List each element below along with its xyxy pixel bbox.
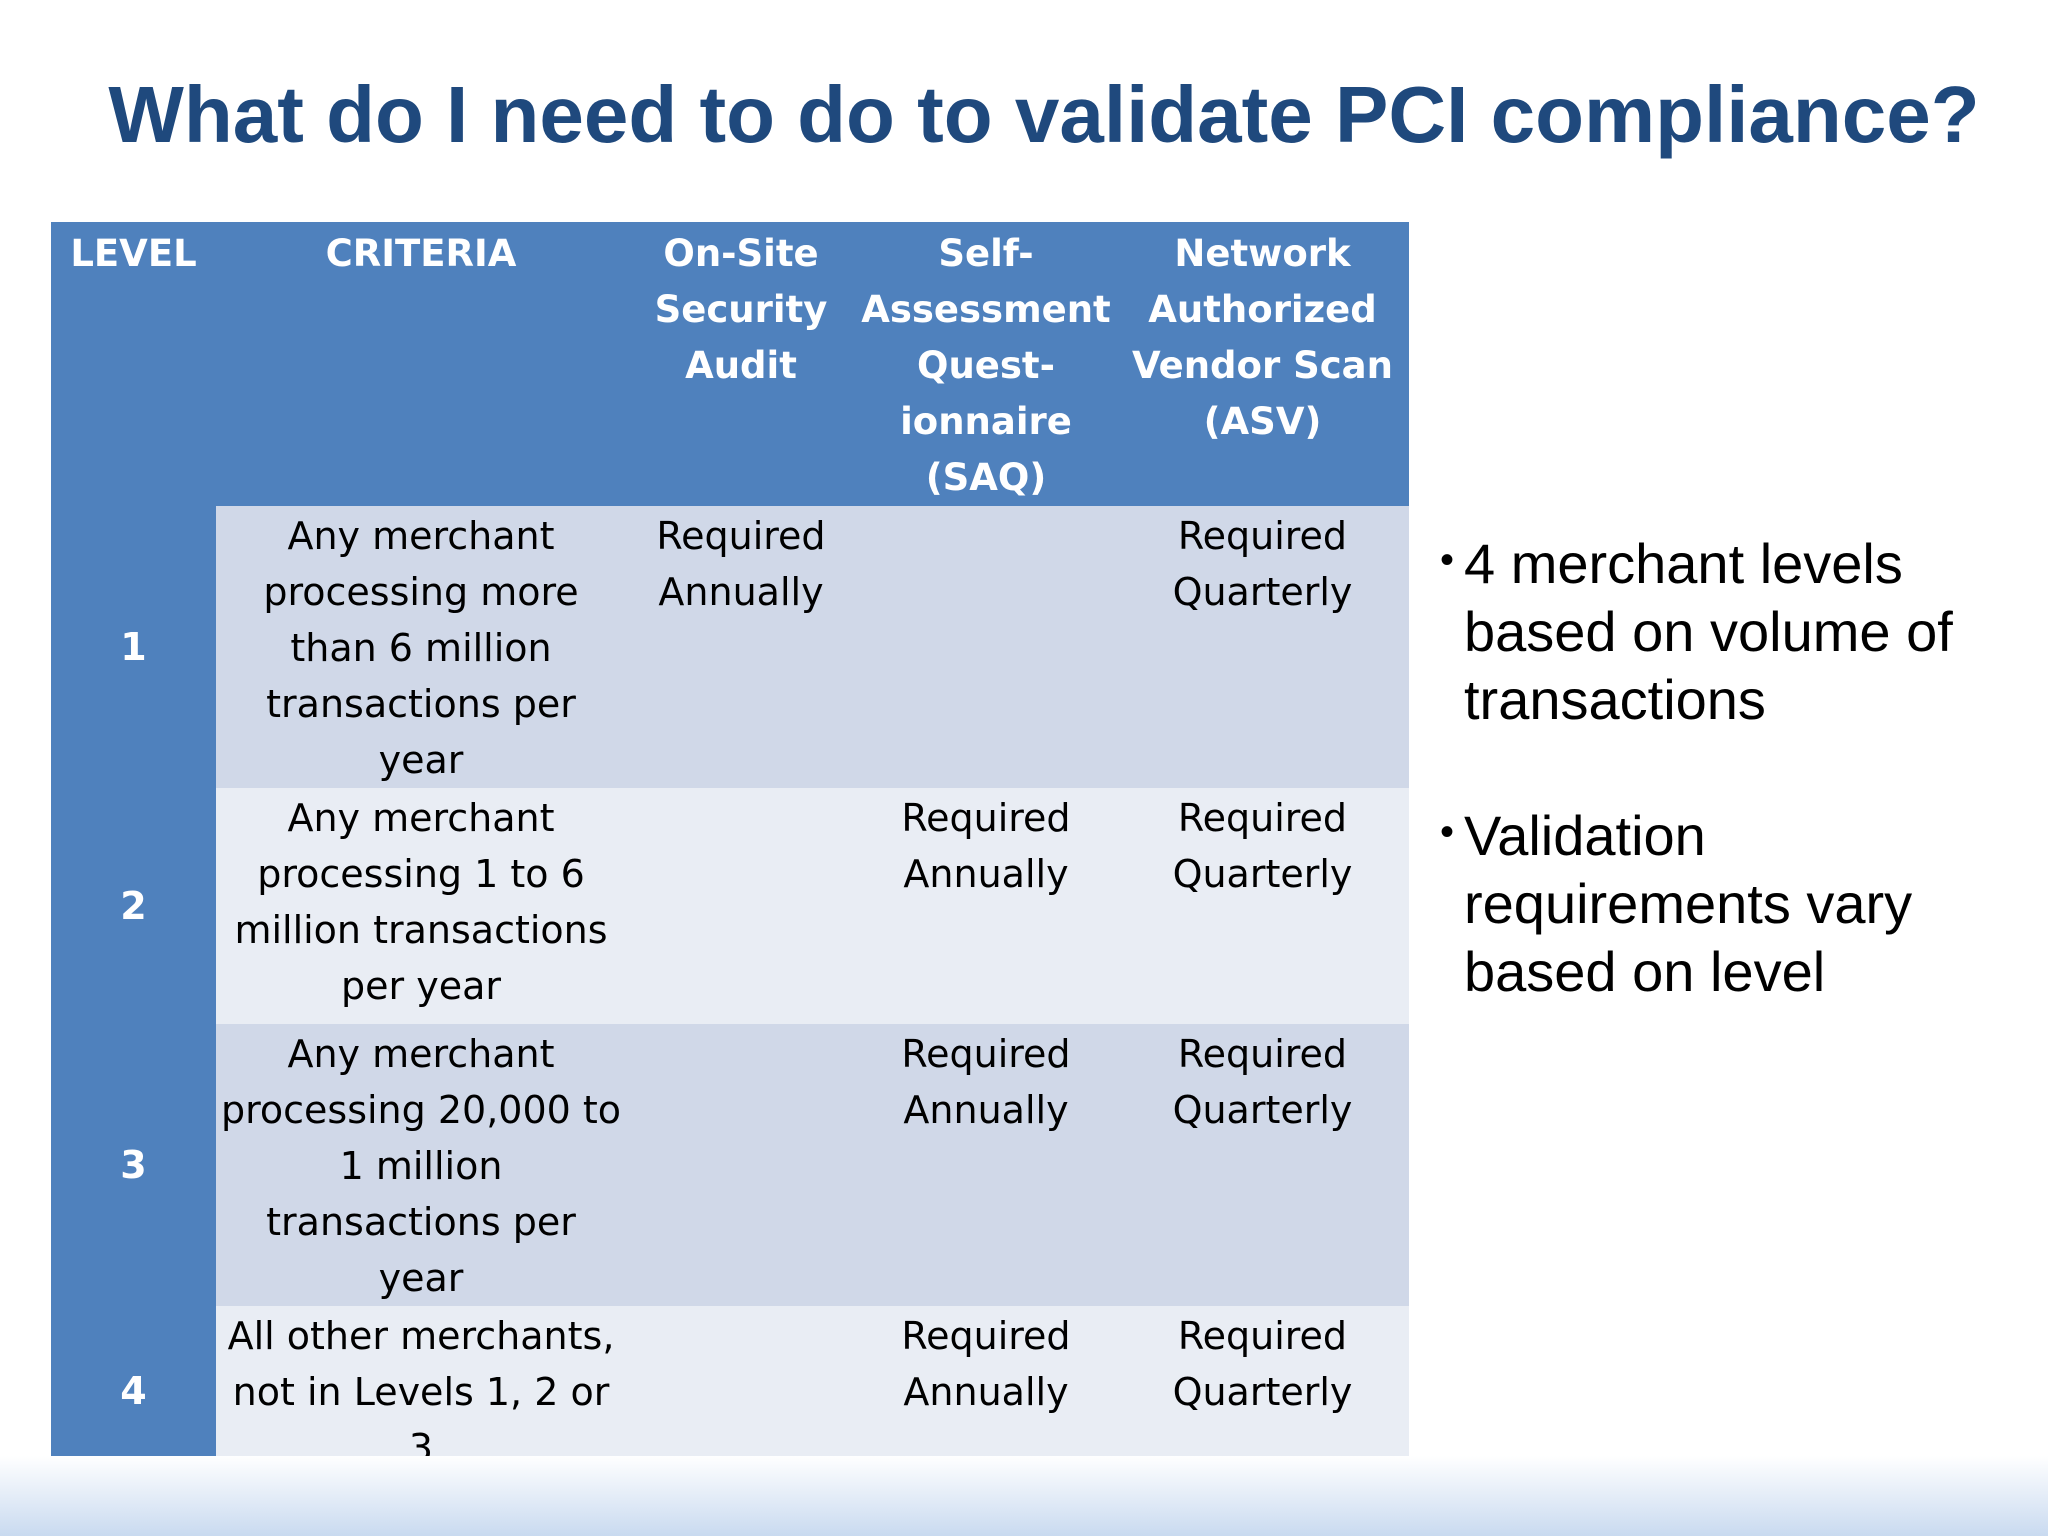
criteria-cell: Any merchant processing 20,000 to 1 mill… <box>216 1024 626 1306</box>
requirement-line: Required <box>901 796 1071 840</box>
slide-title: What do I need to do to validate PCI com… <box>108 70 1980 159</box>
requirement-line: Quarterly <box>1172 852 1353 896</box>
footer-gradient-band <box>0 1456 2048 1536</box>
criteria-line: All other merchants, <box>227 1314 615 1358</box>
criteria-line: processing 20,000 to <box>220 1088 622 1132</box>
requirement-line: Required <box>656 514 826 558</box>
bullet-line: 4 merchant levels <box>1464 532 1903 595</box>
level-cell: 1 <box>51 506 216 788</box>
header-saq: Self- Assessment Quest- ionnaire (SAQ) <box>856 222 1116 506</box>
requirement-line: Required <box>1177 1032 1348 1076</box>
criteria-cell: Any merchant processing more than 6 mill… <box>216 506 626 788</box>
header-line: Assessment <box>861 288 1111 331</box>
asv-cell: Required Quarterly <box>1116 1024 1409 1306</box>
criteria-line: not in Levels 1, 2 or <box>232 1370 610 1414</box>
requirement-line: Required <box>1177 1314 1348 1358</box>
header-line: Security <box>654 288 828 331</box>
saq-cell: Required Annually <box>856 1306 1116 1476</box>
criteria-line: transactions per <box>266 1200 576 1244</box>
pci-levels-table: LEVEL CRITERIA On-Site Security Audit Se… <box>51 222 1409 1476</box>
criteria-line: Any merchant <box>287 796 555 840</box>
requirement-line: Annually <box>658 570 824 614</box>
saq-cell <box>856 506 1116 788</box>
requirement-line: Annually <box>903 1088 1069 1132</box>
criteria-line: than 6 million <box>290 626 552 670</box>
criteria-line: processing more <box>263 570 579 614</box>
header-line: LEVEL <box>70 232 197 275</box>
saq-cell: Required Annually <box>856 788 1116 1024</box>
table-header-row: LEVEL CRITERIA On-Site Security Audit Se… <box>51 222 1409 506</box>
table-row: 2 Any merchant processing 1 to 6 million… <box>51 788 1409 1024</box>
header-line: Authorized <box>1148 288 1377 331</box>
onsite-cell <box>626 788 856 1024</box>
level-cell: 2 <box>51 788 216 1024</box>
onsite-cell <box>626 1024 856 1306</box>
bullet-marker: • <box>1440 538 1455 582</box>
bullet-line: transactions <box>1464 668 1766 731</box>
onsite-cell: Required Annually <box>626 506 856 788</box>
bullet-line: requirements vary <box>1464 872 1913 935</box>
header-onsite-audit: On-Site Security Audit <box>626 222 856 506</box>
header-line: (ASV) <box>1203 400 1322 443</box>
criteria-line: year <box>378 738 464 782</box>
criteria-line: Any merchant <box>287 514 555 558</box>
criteria-line: per year <box>341 964 501 1008</box>
saq-cell: Required Annually <box>856 1024 1116 1306</box>
table-row: 4 All other merchants, not in Levels 1, … <box>51 1306 1409 1476</box>
criteria-line: 1 million <box>339 1144 503 1188</box>
header-line: Vendor Scan <box>1132 344 1393 387</box>
header-line: On-Site <box>663 232 819 275</box>
criteria-cell: Any merchant processing 1 to 6 million t… <box>216 788 626 1024</box>
requirement-line: Quarterly <box>1172 570 1353 614</box>
summary-bullets: • 4 merchant levels based on volume of t… <box>1440 530 2000 1074</box>
requirement-line: Annually <box>903 852 1069 896</box>
table-row: 3 Any merchant processing 20,000 to 1 mi… <box>51 1024 1409 1306</box>
criteria-line: processing 1 to 6 <box>257 852 585 896</box>
bullet-marker: • <box>1440 810 1455 854</box>
requirement-line: Annually <box>903 1370 1069 1414</box>
criteria-line: year <box>378 1256 464 1300</box>
bullet-line: based on level <box>1464 940 1826 1003</box>
level-cell: 4 <box>51 1306 216 1476</box>
requirement-line: Required <box>1177 796 1348 840</box>
requirement-line: Quarterly <box>1172 1088 1353 1132</box>
asv-cell: Required Quarterly <box>1116 788 1409 1024</box>
requirement-line: Quarterly <box>1172 1370 1353 1414</box>
criteria-line: transactions per <box>266 682 576 726</box>
bullet-line: based on volume of <box>1464 600 1953 663</box>
header-line: CRITERIA <box>325 232 517 275</box>
bullet-item: • Validation requirements vary based on … <box>1440 802 2000 1006</box>
criteria-line: million transactions <box>234 908 608 952</box>
header-asv-scan: Network Authorized Vendor Scan (ASV) <box>1116 222 1409 506</box>
header-line: ionnaire <box>900 400 1072 443</box>
header-line: Self- <box>938 232 1034 275</box>
table-row: 1 Any merchant processing more than 6 mi… <box>51 506 1409 788</box>
bullet-line: Validation <box>1464 804 1706 867</box>
header-line: (SAQ) <box>925 456 1047 499</box>
header-line: Audit <box>685 344 797 387</box>
criteria-line: Any merchant <box>287 1032 555 1076</box>
header-line: Quest- <box>917 344 1055 387</box>
header-level: LEVEL <box>51 222 216 506</box>
asv-cell: Required Quarterly <box>1116 1306 1409 1476</box>
header-line: Network <box>1174 232 1351 275</box>
onsite-cell <box>626 1306 856 1476</box>
header-criteria: CRITERIA <box>216 222 626 506</box>
level-cell: 3 <box>51 1024 216 1306</box>
bullet-item: • 4 merchant levels based on volume of t… <box>1440 530 2000 734</box>
requirement-line: Required <box>1177 514 1348 558</box>
requirement-line: Required <box>901 1314 1071 1358</box>
asv-cell: Required Quarterly <box>1116 506 1409 788</box>
criteria-cell: All other merchants, not in Levels 1, 2 … <box>216 1306 626 1476</box>
requirement-line: Required <box>901 1032 1071 1076</box>
